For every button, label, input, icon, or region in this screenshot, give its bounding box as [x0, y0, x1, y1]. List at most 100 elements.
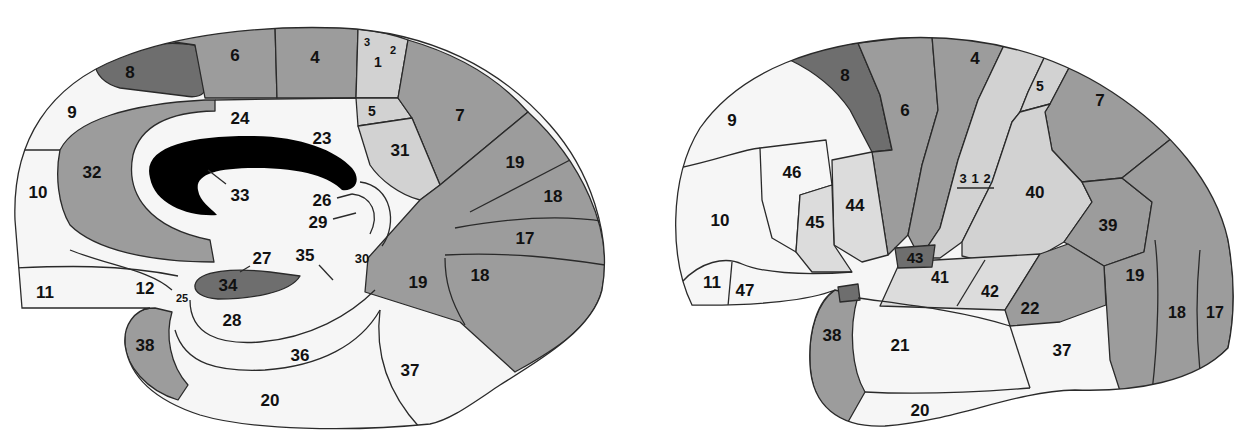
- area-anchor: 17: [516, 230, 535, 247]
- area-number: 10: [29, 184, 48, 201]
- area-number: 17: [1206, 305, 1224, 321]
- area-anchor: 1: [374, 55, 382, 69]
- corpus-callosum: [149, 136, 357, 215]
- area-number: 40: [1026, 184, 1045, 201]
- area-anchor: 2: [983, 172, 990, 185]
- area-anchor: 45: [806, 214, 825, 231]
- area-number: 29: [309, 214, 328, 231]
- area-anchor: 11: [36, 284, 54, 301]
- area-number: 2: [983, 172, 990, 185]
- area-number: 5: [368, 104, 376, 118]
- area-anchor: 8: [125, 64, 134, 81]
- area-number: 2: [390, 45, 396, 56]
- area-boundary: [1010, 326, 1030, 388]
- area-boundary: [455, 218, 607, 228]
- area-number: 4: [310, 49, 319, 66]
- area-anchor: 42: [981, 284, 999, 300]
- area-anchor: 7: [1095, 92, 1104, 109]
- area-anchor: 19: [409, 274, 428, 291]
- area-anchor: 40: [1026, 184, 1045, 201]
- area-anchor: 33: [231, 187, 250, 204]
- area-region: [1005, 244, 1106, 326]
- area-number: 39: [1099, 217, 1118, 234]
- area-number: 6: [900, 102, 909, 119]
- area-number: 23: [313, 130, 332, 147]
- area-number: 19: [409, 274, 428, 291]
- area-anchor: 37: [1053, 342, 1072, 359]
- area-anchor: 43: [907, 250, 924, 265]
- area-number: 38: [823, 327, 842, 344]
- label-underline: [957, 187, 994, 188]
- area-anchor: 3: [364, 37, 370, 48]
- area-anchor: 38: [823, 327, 842, 344]
- area-anchor: 32: [83, 164, 102, 181]
- area-number: 37: [401, 362, 420, 379]
- area-number: 38: [136, 337, 155, 354]
- area-number: 3: [959, 172, 966, 185]
- area-number: 45: [806, 214, 825, 231]
- area-boundary: [215, 98, 356, 100]
- area-number: 20: [261, 392, 280, 409]
- area-anchor: 9: [727, 112, 736, 129]
- area-anchor: 18: [1168, 305, 1186, 321]
- area-anchor: 1: [971, 172, 978, 185]
- area-number: 11: [703, 274, 721, 291]
- area-anchor: 19: [1126, 267, 1145, 284]
- area-number: 44: [846, 197, 865, 214]
- area-anchor: 29: [309, 214, 328, 231]
- area-anchor: 2: [390, 45, 396, 56]
- area-anchor: 20: [911, 402, 930, 419]
- area-region: [1104, 138, 1233, 391]
- area-anchor: 6: [900, 102, 909, 119]
- area-boundary: [190, 290, 375, 343]
- area-region: [275, 25, 358, 98]
- area-anchor: 4: [970, 50, 979, 67]
- area-number: 31: [391, 142, 410, 159]
- area-region: [838, 284, 860, 302]
- area-anchor: 3: [959, 172, 966, 185]
- area-anchor: 36: [291, 347, 310, 364]
- area-boundary: [445, 254, 605, 265]
- area-anchor: 24: [231, 110, 250, 127]
- area-number: 1: [374, 55, 382, 69]
- area-boundary: [865, 388, 1030, 393]
- area-region: [832, 152, 888, 262]
- area-anchor: 8: [840, 67, 849, 84]
- leader-line: [337, 194, 352, 198]
- area-region: [160, 25, 277, 98]
- area-number: 3: [364, 37, 370, 48]
- area-boundary: [15, 266, 178, 276]
- area-boundary: [1197, 250, 1200, 372]
- area-number: 36: [291, 347, 310, 364]
- area-boundary: [957, 260, 985, 306]
- area-anchor: 6: [230, 47, 239, 64]
- area-anchor: 7: [455, 107, 464, 124]
- area-anchor: 5: [368, 104, 376, 118]
- area-number: 1: [971, 172, 978, 185]
- area-anchor: 20: [261, 392, 280, 409]
- area-boundary: [352, 194, 374, 234]
- area-number: 10: [711, 212, 730, 229]
- medial-areas: [15, 25, 607, 428]
- area-number: 20: [911, 402, 930, 419]
- area-number: 30: [355, 252, 369, 265]
- area-region: [95, 44, 205, 97]
- leader-line: [208, 170, 226, 184]
- area-number: 43: [907, 250, 924, 265]
- area-anchor: 39: [1099, 217, 1118, 234]
- area-anchor: 26: [313, 192, 332, 209]
- area-number: 8: [840, 67, 849, 84]
- area-anchor: 4: [310, 49, 319, 66]
- medial-hemisphere-outline: [15, 28, 605, 429]
- area-anchor: 28: [223, 312, 242, 329]
- area-anchor: 10: [29, 184, 48, 201]
- area-number: 9: [67, 104, 76, 121]
- area-anchor: 12: [136, 280, 155, 297]
- area-anchor: 38: [136, 337, 155, 354]
- area-anchor: 27: [253, 250, 272, 267]
- area-number: 37: [1053, 342, 1072, 359]
- area-number: 7: [1095, 92, 1104, 109]
- area-anchor: 9: [67, 104, 76, 121]
- area-anchor: 21: [891, 337, 910, 354]
